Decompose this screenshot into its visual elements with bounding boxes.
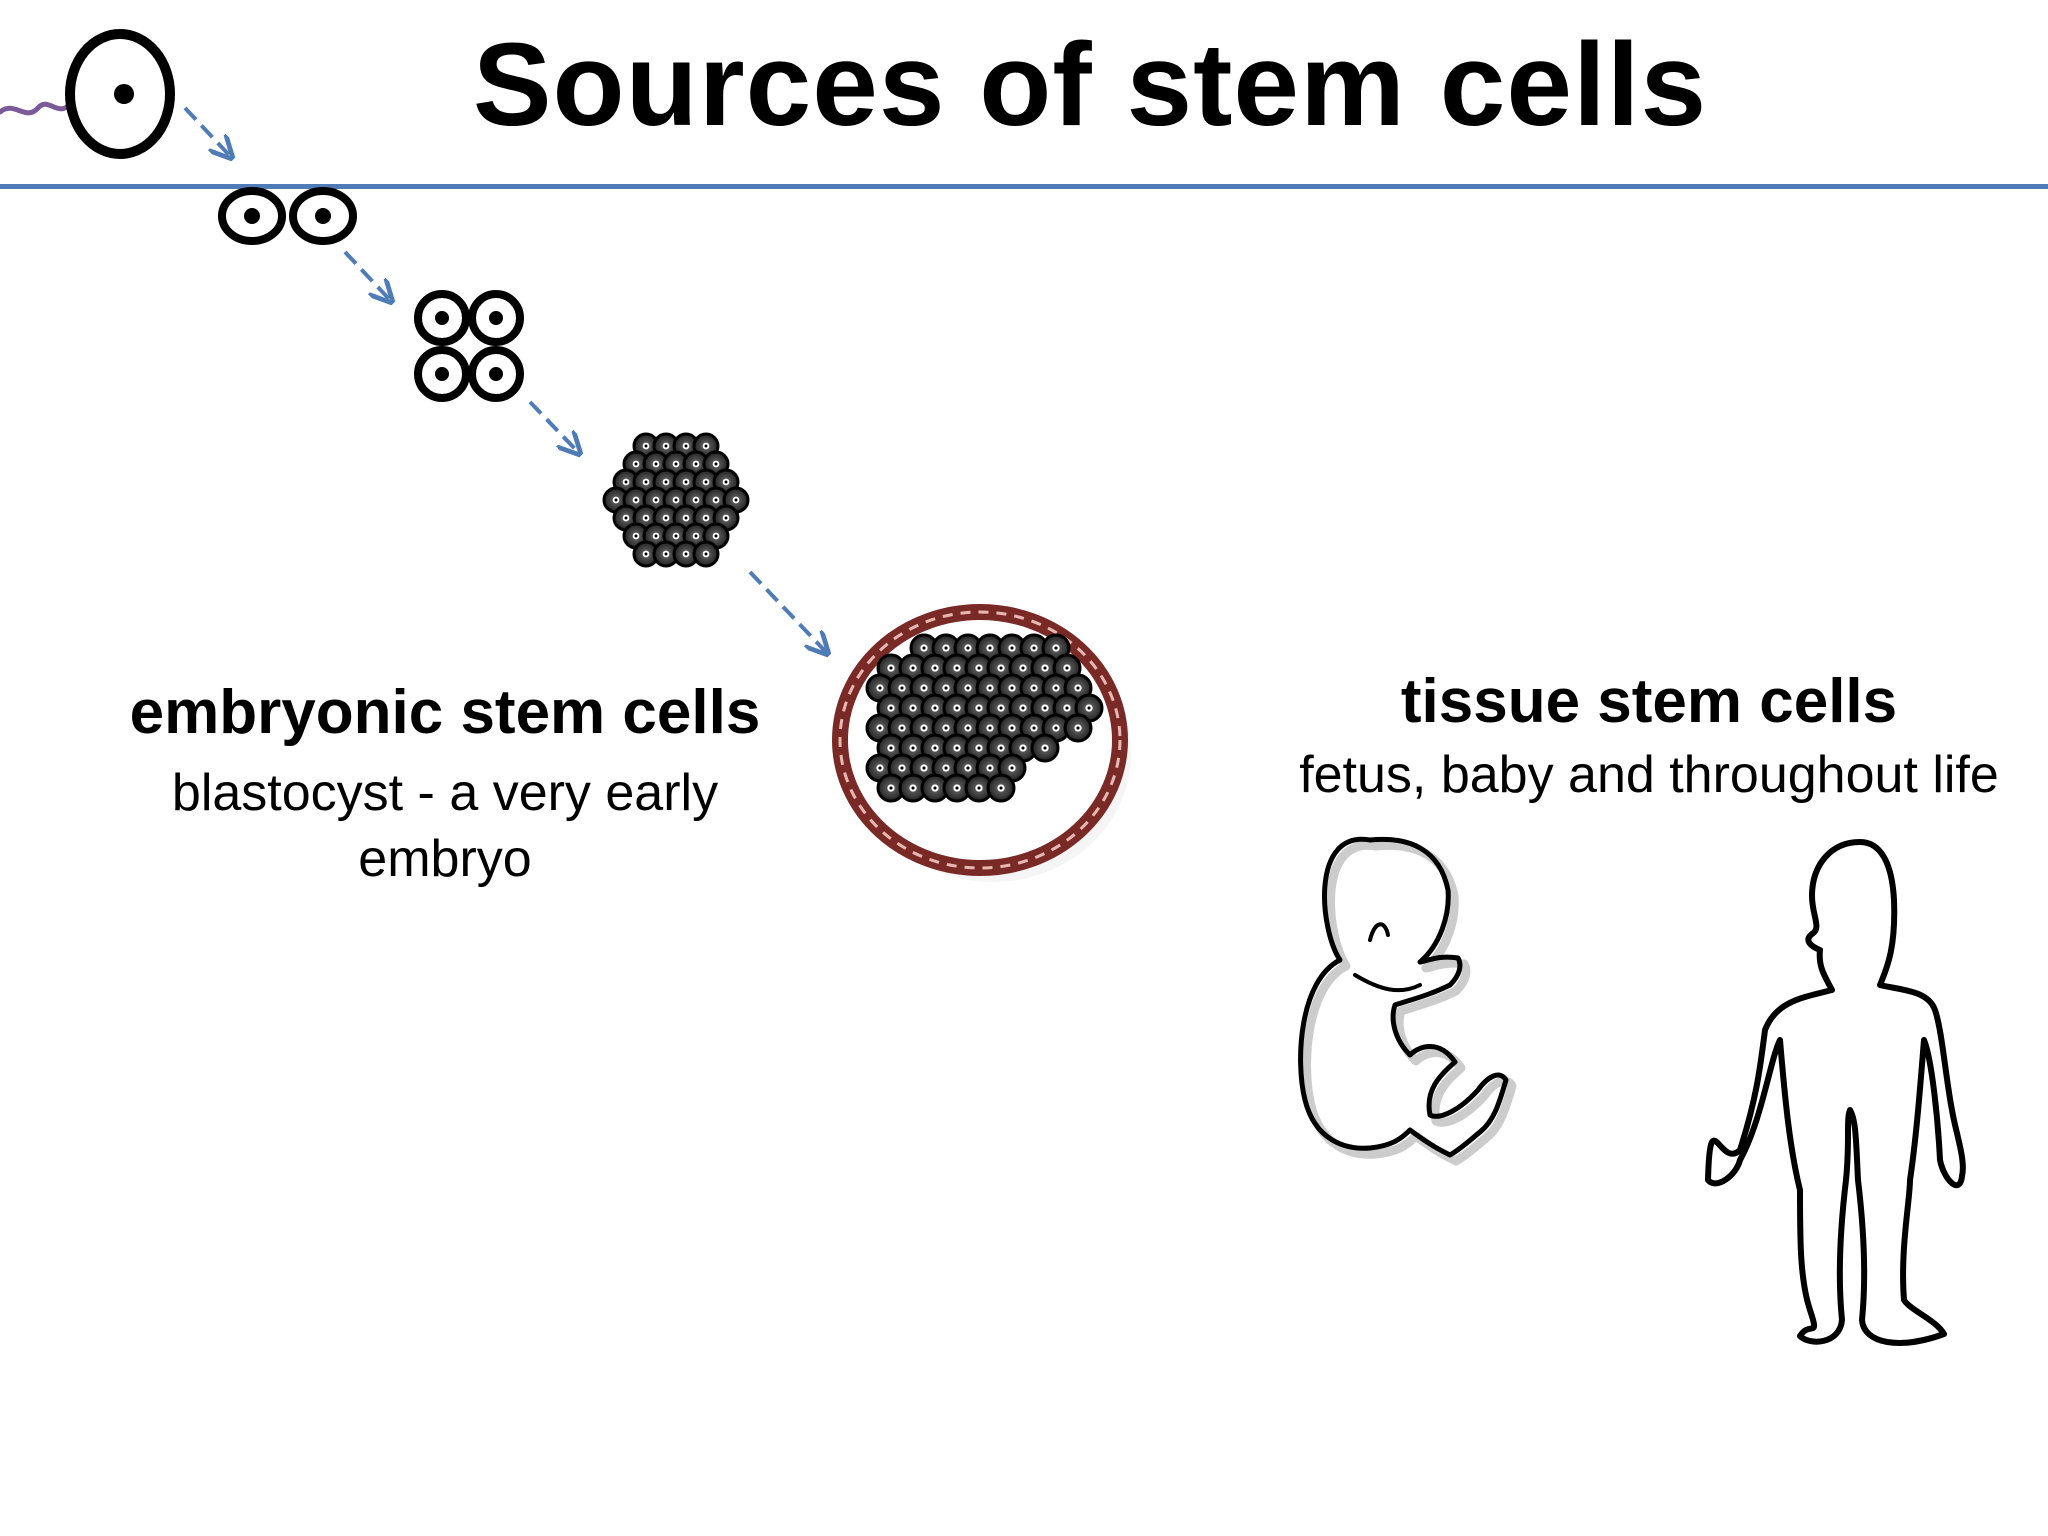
two-cell-embryo-icon bbox=[218, 187, 357, 245]
arrow-icon bbox=[183, 106, 826, 652]
cell-icon bbox=[1030, 733, 1060, 763]
adult-human-icon bbox=[1705, 839, 1966, 1346]
tissue-heading: tissue stem cells bbox=[1400, 667, 1898, 736]
cell-icon bbox=[1063, 713, 1093, 743]
morula-icon bbox=[602, 432, 750, 568]
embryonic-heading: embryonic stem cells bbox=[129, 678, 761, 747]
embryonic-stem-cells-label: embryonic stem cells blastocyst - a very… bbox=[100, 672, 790, 892]
embryonic-subtitle: blastocyst - a very early embryo bbox=[171, 764, 719, 888]
tissue-stem-cells-label: tissue stem cells fetus, baby and throug… bbox=[1250, 662, 2048, 808]
title-divider bbox=[0, 184, 2048, 189]
cell-icon bbox=[692, 540, 720, 568]
slide-title: Sources of stem cells bbox=[472, 19, 1708, 151]
blastocyst-icon bbox=[832, 604, 1131, 882]
tissue-subtitle: fetus, baby and throughout life bbox=[1299, 746, 1999, 804]
egg-icon bbox=[65, 29, 175, 159]
cell-icon bbox=[652, 540, 680, 568]
cell-icon bbox=[986, 773, 1016, 803]
four-cell-embryo-icon bbox=[414, 290, 524, 402]
fetus-icon bbox=[1298, 836, 1517, 1166]
